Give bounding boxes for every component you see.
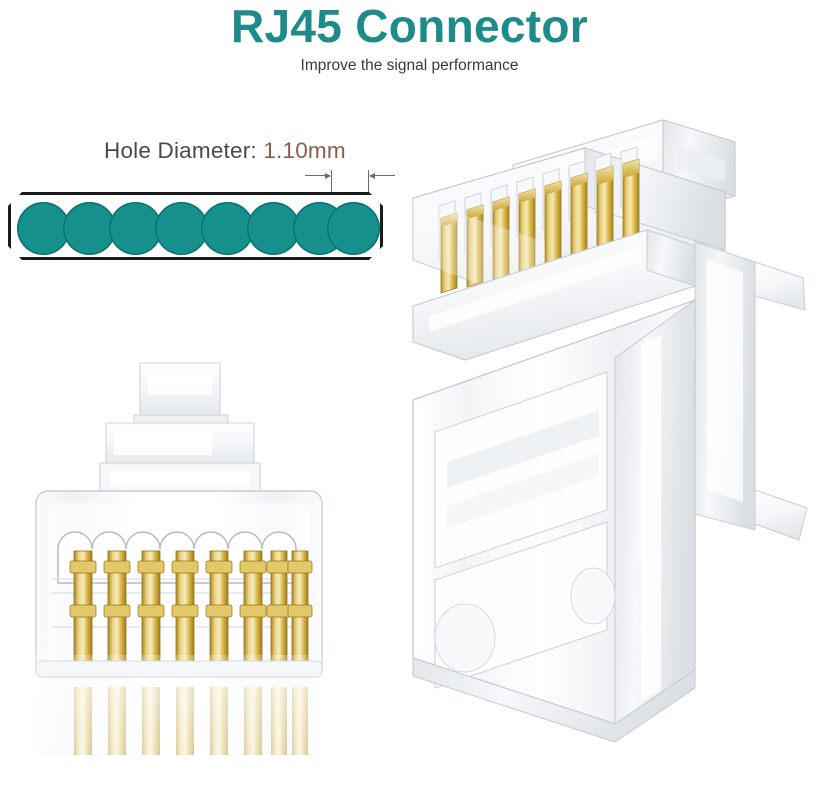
page-title: RJ45 Connector: [231, 0, 588, 52]
gold-pin: [205, 550, 233, 668]
gold-contact: [440, 212, 458, 294]
hole-diameter-label-text: Hole Diameter:: [104, 138, 264, 163]
page-subtitle: Improve the signal performance: [300, 57, 519, 74]
hole-circle: [201, 202, 254, 255]
dimension-witness-line-right: [368, 170, 369, 194]
hole-diameter-callout: Hole Diameter: 1.10mm: [0, 128, 410, 288]
gold-pin: [239, 550, 267, 668]
gold-contact: [492, 196, 510, 282]
dimension-arrow-right-icon: [305, 172, 331, 179]
hole-circle: [63, 202, 116, 255]
header: RJ45 Connector Improve the signal perfor…: [0, 0, 819, 92]
gold-pin: [137, 550, 165, 668]
gold-pin: [287, 550, 313, 668]
hole-circle: [109, 202, 162, 255]
rj45-connector-large-image: [412, 119, 808, 743]
gold-contact: [570, 172, 588, 264]
hole-circle: [247, 202, 300, 255]
scalloped-hole-row: [57, 531, 297, 550]
hole-diameter-label: Hole Diameter: 1.10mm: [104, 138, 346, 164]
connector-hole-strip: [8, 192, 383, 260]
hole-circle: [17, 202, 70, 255]
connector-bottom-edge: [412, 657, 696, 743]
dimension-witness-line-left: [331, 170, 332, 210]
connector-body-lower: [412, 299, 696, 725]
gold-pin: [171, 550, 199, 668]
latch-rail: [694, 241, 808, 541]
hole-circle: [155, 202, 208, 255]
gold-pin: [103, 550, 131, 668]
hole-circle: [327, 202, 380, 255]
latch-tab: [133, 362, 229, 428]
dimension-arrow-left-icon: [369, 172, 395, 179]
latch-neck: [99, 422, 261, 496]
gold-pin: [69, 550, 97, 668]
rj45-connector-small-image: [22, 362, 352, 755]
cable-window: [434, 371, 608, 569]
hole-diameter-value: 1.10mm: [263, 138, 346, 163]
gold-contact: [466, 204, 484, 288]
gold-pin: [266, 550, 292, 668]
hole-row: [11, 195, 386, 263]
gold-contact: [544, 180, 562, 270]
surface-reflection: [22, 655, 352, 755]
